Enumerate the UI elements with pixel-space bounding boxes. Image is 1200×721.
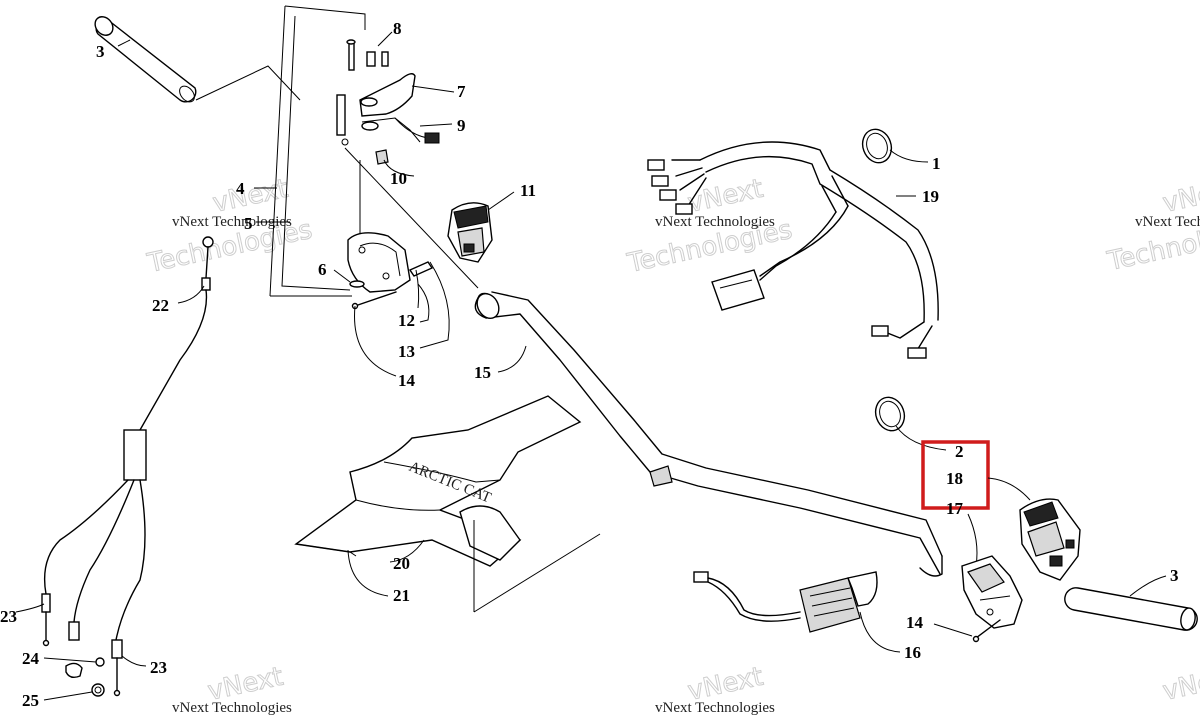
leader-line: [497, 345, 527, 373]
leader-line: [389, 539, 425, 563]
leader-line: [987, 477, 1031, 501]
callout-22: 22: [152, 296, 169, 315]
watermark-group: vNext Technologies vNext Technologies vN…: [144, 173, 1200, 716]
clip-part-8: [366, 51, 389, 67]
callout-8: 8: [393, 19, 402, 38]
right-switch-housing-18: [1019, 498, 1081, 581]
callout-21: 21: [393, 586, 410, 605]
switch-connector-9: [394, 117, 440, 144]
leader-line: [195, 65, 301, 101]
callout-14-left: 14: [398, 371, 416, 390]
callout-14-right: 14: [906, 613, 924, 632]
watermark-small-text: vNext Technologies: [655, 700, 775, 716]
callout-18: 18: [946, 469, 963, 488]
callout-25: 25: [22, 691, 39, 710]
handlebar-15: [474, 291, 943, 577]
leader-line: [383, 159, 415, 177]
watermark-small-text: vNext Technologies: [172, 700, 292, 716]
leader-line: [411, 85, 455, 93]
watermark-vnext: vNext: [1160, 662, 1200, 707]
throttle-cable-22: [41, 236, 214, 697]
leader-line: [347, 549, 389, 597]
callout-17: 17: [946, 499, 964, 518]
leader-line: [487, 191, 515, 211]
callout-20: 20: [393, 554, 410, 573]
leader-line: [933, 623, 973, 637]
callout-13: 13: [398, 342, 415, 361]
leader-line: [43, 657, 97, 663]
leader-line: [121, 655, 147, 667]
leader-line: [419, 261, 450, 349]
leader-line: [43, 691, 93, 701]
leader-line: [15, 603, 45, 613]
assembly-bracket-4: [269, 5, 366, 297]
watermark-small-text: vNext Technologies: [172, 214, 292, 230]
leader-line: [177, 285, 205, 304]
wiring-harness-19: [647, 141, 939, 359]
highlight-box: [921, 440, 990, 510]
clip-part-10: [375, 149, 389, 165]
leader-line: [419, 123, 453, 127]
callout-6: 6: [318, 260, 327, 279]
clamp-ring-1: [861, 128, 893, 164]
callout-7: 7: [457, 82, 466, 101]
callout-16: 16: [904, 643, 921, 662]
screw-part-14: [351, 291, 397, 310]
leader-line: [117, 39, 131, 47]
callout-11: 11: [520, 181, 536, 200]
callout-12: 12: [398, 311, 415, 330]
watermark-vnext: vNext: [685, 174, 766, 219]
leader-line: [417, 283, 430, 323]
watermark-vnext: vNext: [210, 174, 291, 219]
clamp-ring-2: [874, 396, 906, 432]
cable-clip-12: [408, 261, 434, 309]
watermark-small-text: vNext Technologies: [1135, 214, 1200, 230]
right-lever-housing-17: [961, 555, 1023, 629]
callout-4: 4: [236, 179, 245, 198]
right-grip: [1064, 587, 1198, 631]
watermark-vnext: vNext: [1160, 174, 1200, 219]
switch-assembly-11: [447, 202, 493, 263]
leader-line: [889, 149, 929, 163]
callout-3-left: 3: [96, 42, 105, 61]
callout-5: 5: [244, 214, 253, 233]
throttle-lever-7: [336, 73, 421, 146]
leader-line: [377, 31, 393, 47]
callout-1: 1: [932, 154, 941, 173]
screw-part-14-right: [972, 619, 1001, 643]
callout-24: 24: [22, 649, 40, 668]
left-grip: [94, 16, 197, 103]
callout-3-right: 3: [1170, 566, 1179, 585]
callout-23-right: 23: [150, 658, 167, 677]
leader-line: [333, 269, 351, 283]
leader-line: [859, 611, 901, 653]
callout-2: 2: [955, 442, 964, 461]
leader-line: [1129, 575, 1167, 597]
assembly-line: [473, 533, 601, 613]
leader-line: [967, 513, 978, 567]
left-control-housing: [347, 232, 411, 293]
watermark-small-text: vNext Technologies: [655, 214, 775, 230]
callout-10: 10: [390, 169, 407, 188]
heater-element-16: [693, 571, 878, 633]
callout-15: 15: [474, 363, 491, 382]
callout-19: 19: [922, 187, 939, 206]
screw-part: [346, 39, 356, 71]
assembly-line: [344, 147, 479, 289]
callout-9: 9: [457, 116, 466, 135]
callout-23-left: 23: [0, 607, 17, 626]
handlebar-pad: ARCTIC CAT: [294, 395, 582, 567]
leader-line: [354, 305, 397, 377]
leader-line: [895, 425, 947, 451]
